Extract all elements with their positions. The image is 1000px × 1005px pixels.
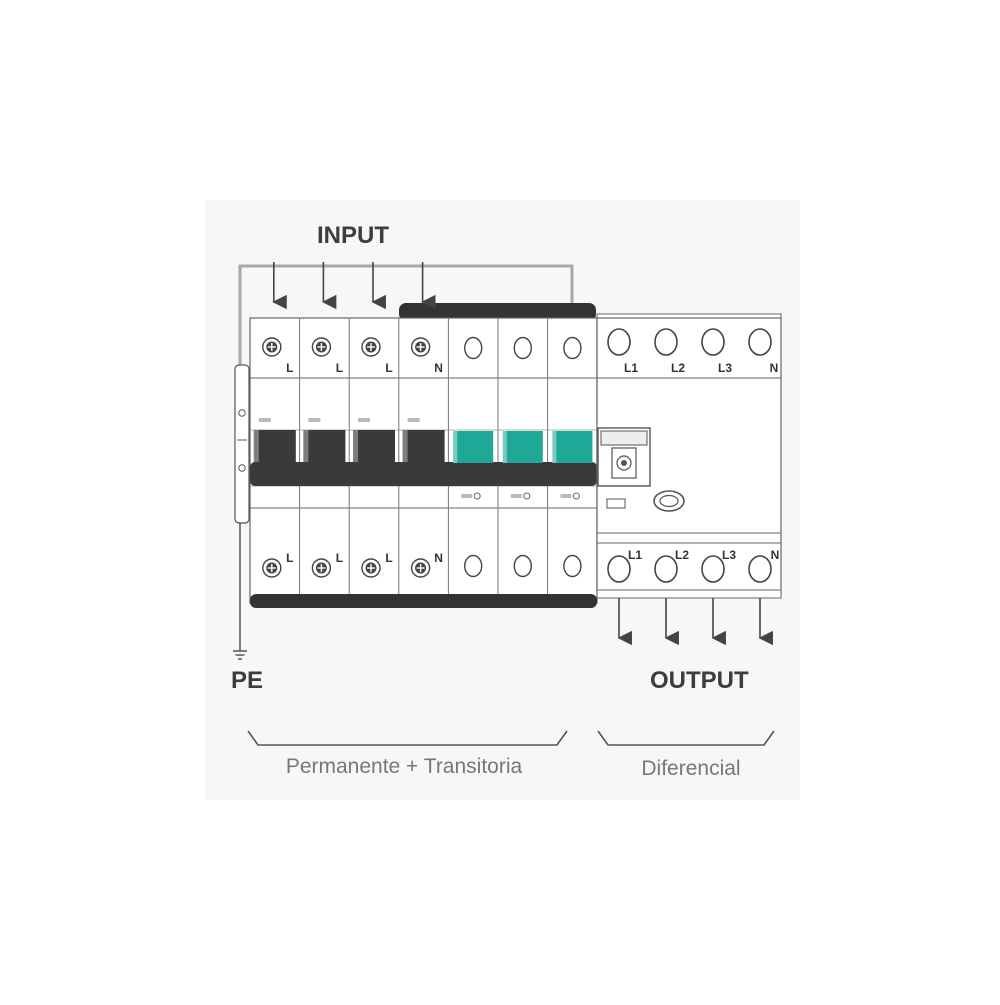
rcd-terminal-label: L1 [628, 548, 642, 562]
rcd-terminal-top [654, 328, 678, 356]
rating-plate [258, 418, 271, 422]
spd-terminal-bottom [464, 554, 483, 578]
spd-terminal-top [513, 336, 532, 360]
breaker-terminal-label: N [434, 361, 443, 375]
rcd-terminal-label: L1 [624, 361, 638, 375]
pole-dividers [299, 318, 549, 603]
rcd-terminal-top [748, 328, 772, 356]
rcd-terminal-bottom [701, 555, 725, 583]
brace-right [597, 730, 775, 746]
spd-indicator-icon [523, 492, 531, 500]
rcd-terminal-label: N [770, 361, 779, 375]
rcd-terminal-top [607, 328, 631, 356]
breaker-terminal-label: L [336, 551, 343, 565]
rcd-terminal-label: L3 [718, 361, 732, 375]
rcd-indicator-window [606, 498, 626, 509]
din-clip-hole-top [238, 409, 246, 417]
breaker-terminal-label: L [336, 361, 343, 375]
output-arrows [617, 598, 773, 646]
spd-terminal-bottom [563, 554, 582, 578]
spd-handle-highlight [502, 431, 507, 463]
spd-handle-highlight [453, 431, 458, 463]
spd-indicator-plate [461, 494, 473, 498]
rcd-terminal-bottom [607, 555, 631, 583]
spd-handle-highlight [552, 431, 557, 463]
spd-handle [552, 431, 593, 463]
breaker-terminal-label: N [434, 551, 443, 565]
breaker-handle-highlight [353, 430, 358, 464]
breaker-handle [402, 430, 445, 464]
spd-handle [502, 431, 543, 463]
input-arrows [272, 262, 436, 310]
din-clip [234, 364, 250, 524]
spd-handles [453, 431, 593, 463]
din-clip-hole-bottom [238, 464, 246, 472]
spd-indicator-plate [510, 494, 522, 498]
rcd-terminal-label: L2 [671, 361, 685, 375]
output-heading: OUTPUT [650, 667, 749, 694]
spd-indicator-icon [572, 492, 580, 500]
breaker-terminal-label: L [286, 361, 293, 375]
group-label-left: Permanente + Transitoria [286, 755, 523, 778]
rating-plate [407, 418, 420, 422]
rating-plate [358, 418, 370, 422]
spd-terminal-top [464, 336, 483, 360]
rcd-terminal-bottom [654, 555, 678, 583]
spd-indicator-plate [560, 494, 572, 498]
breaker-handle [353, 430, 395, 464]
breaker-terminal-label: L [385, 361, 392, 375]
bottom-busbar [250, 594, 597, 608]
rcd-terminal-label: N [771, 548, 780, 562]
breaker-terminal-label: L [385, 551, 392, 565]
rcd-test-button [653, 490, 685, 512]
breaker-handles [253, 430, 445, 464]
spd-indicator-icon [473, 492, 481, 500]
brace-left [247, 730, 568, 746]
breaker-handle [303, 430, 346, 464]
input-wire [238, 264, 574, 368]
breaker-terminal-label: L [286, 551, 293, 565]
group-label-right: Diferencial [641, 757, 740, 780]
spd-terminal-bottom [513, 554, 532, 578]
mini-labels [258, 418, 580, 500]
rcd-bottom-strip [596, 589, 782, 599]
spd-handle [453, 431, 494, 463]
rcd-terminal-top [701, 328, 725, 356]
pe-heading: PE [231, 667, 263, 694]
breaker-handle-highlight [253, 430, 259, 464]
ground-icon [233, 650, 247, 660]
breaker-handle-highlight [402, 430, 408, 464]
rcd-toggle [597, 427, 651, 487]
top-busbar [399, 303, 596, 321]
breaker-handle-highlight [303, 430, 309, 464]
rcd-terminals-bottom: L1 L2 L3 N [607, 548, 780, 583]
rating-plate [308, 418, 321, 422]
rcd-terminals-top: L1 L2 L3 N [607, 328, 779, 375]
handle-tie-bar [250, 462, 597, 486]
breaker-handle [253, 430, 296, 464]
rcd-terminal-bottom [748, 555, 772, 583]
spd-terminals [464, 336, 582, 578]
input-heading: INPUT [317, 222, 389, 249]
rcd-terminal-label: L3 [722, 548, 736, 562]
spd-terminal-top [563, 336, 582, 360]
rcd-terminal-label: L2 [675, 548, 689, 562]
